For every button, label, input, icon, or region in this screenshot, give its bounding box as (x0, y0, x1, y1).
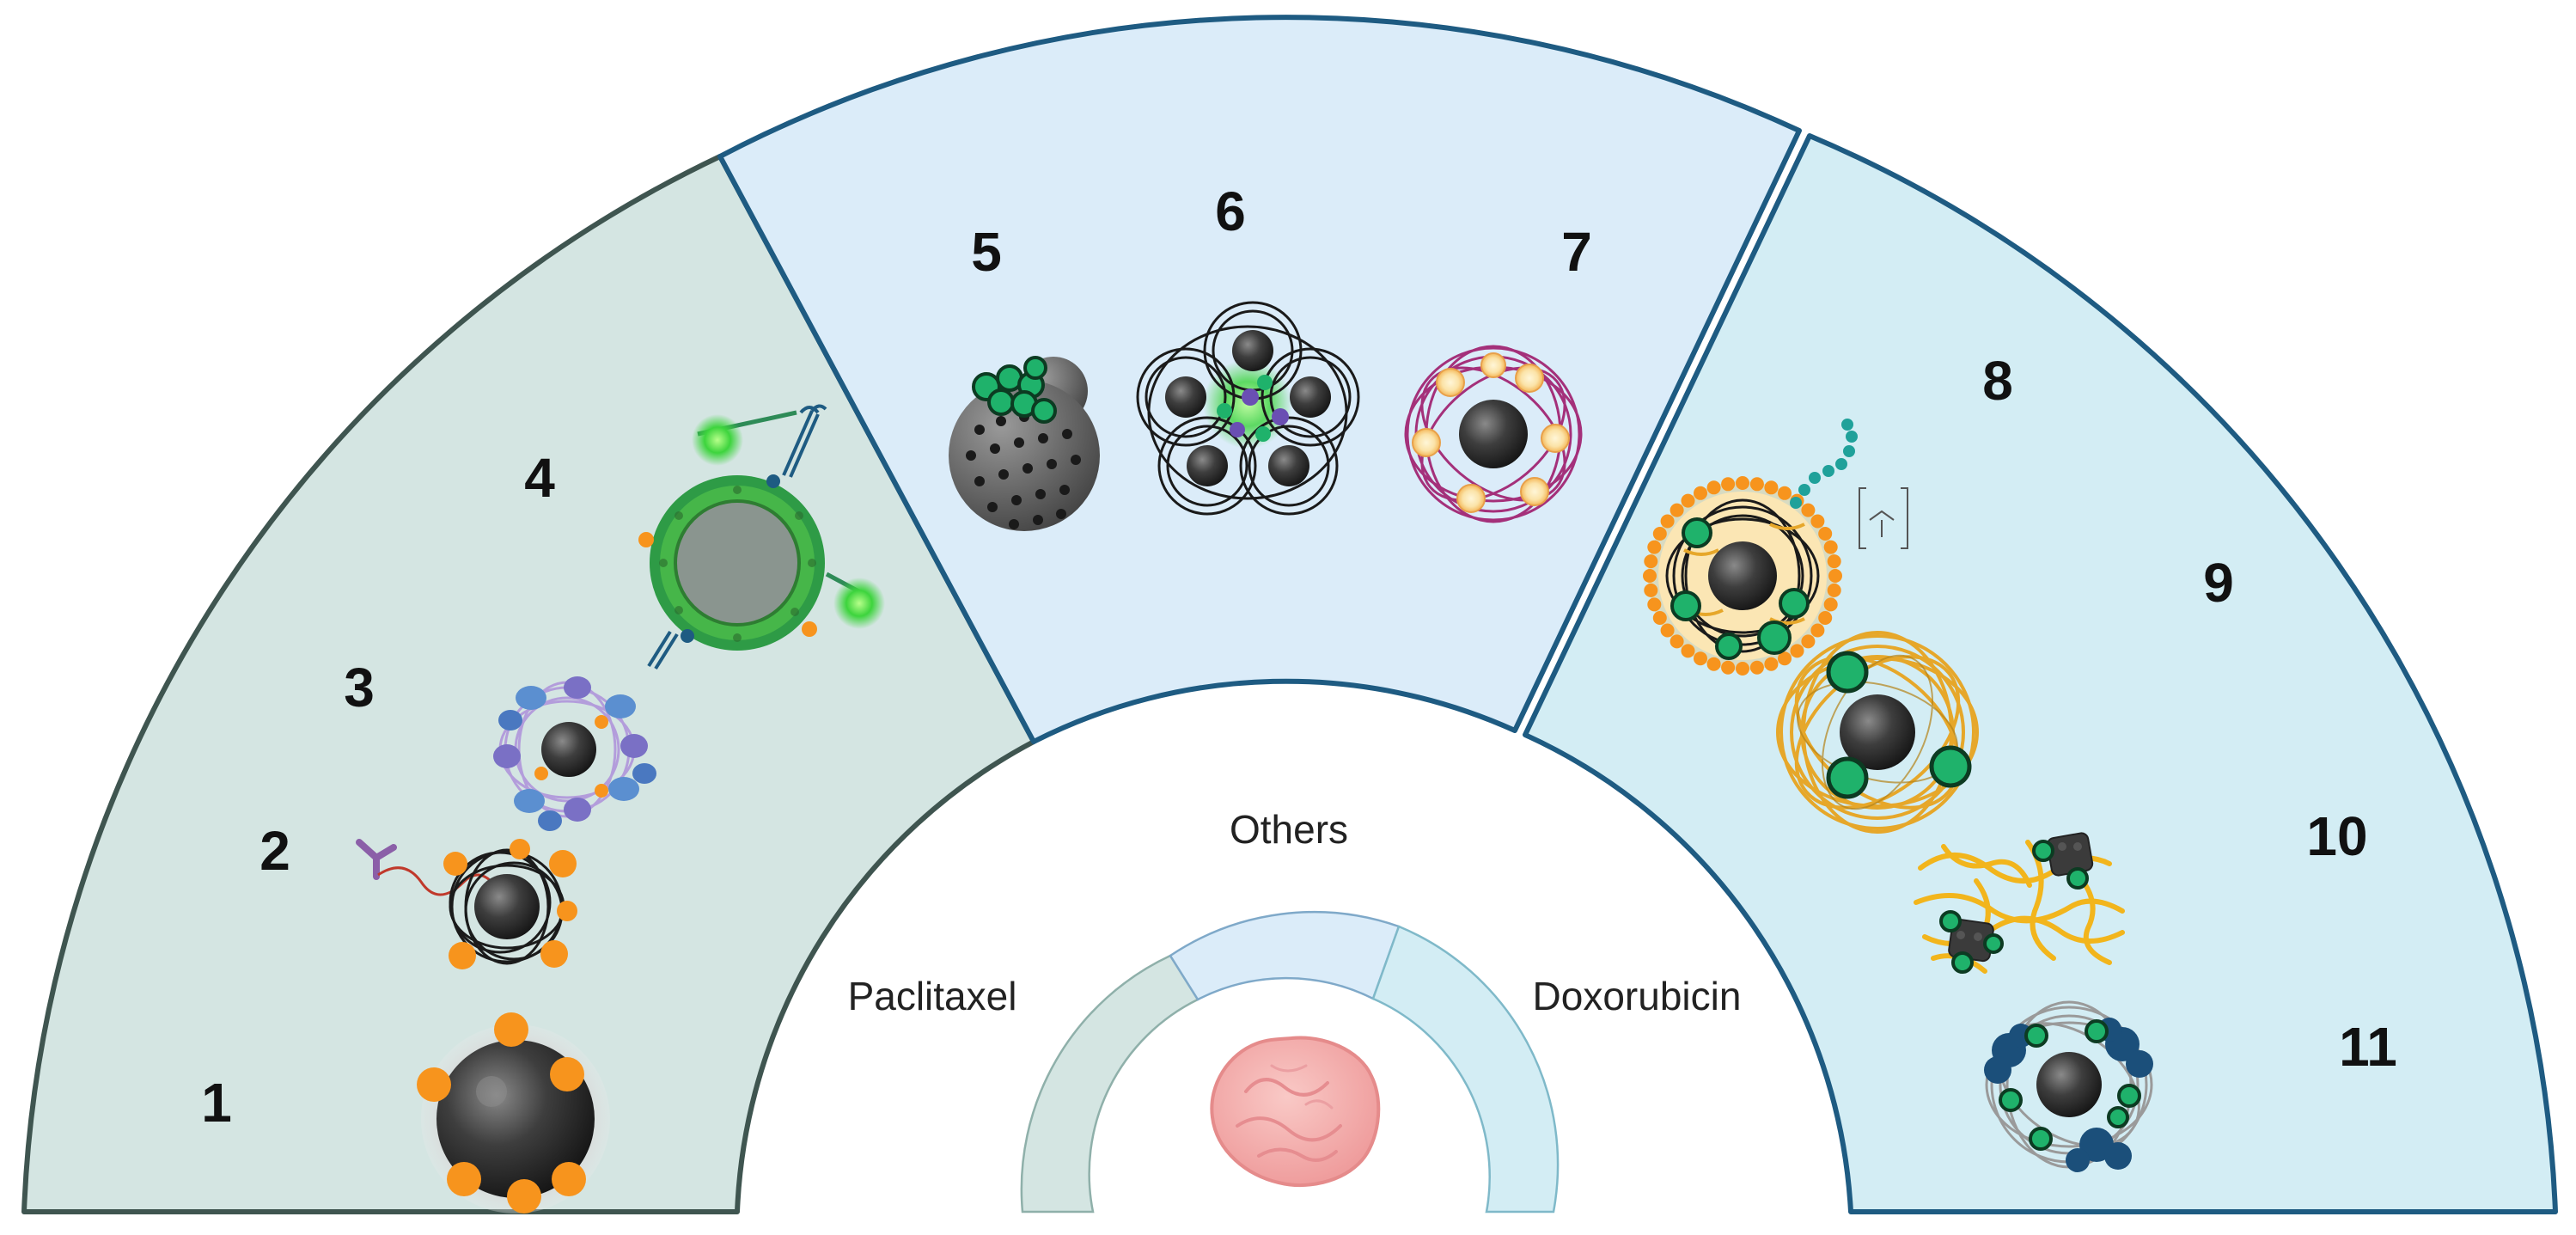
item-number-8: 8 (1982, 350, 2013, 412)
tumor-cell-icon (1212, 1037, 1378, 1185)
others-label: Others (1230, 807, 1348, 852)
inner-arc-others (1170, 912, 1399, 1000)
item-number-6: 6 (1215, 180, 1246, 242)
item-number-2: 2 (259, 820, 290, 882)
inner-arc-doxorubicin (1373, 926, 1558, 1212)
item-number-5: 5 (971, 221, 1002, 283)
item-number-1: 1 (201, 1072, 232, 1134)
paclitaxel-label: Paclitaxel (848, 974, 1017, 1018)
doxorubicin-label: Doxorubicin (1533, 974, 1742, 1018)
item-number-7: 7 (1561, 221, 1592, 283)
item-number-3: 3 (344, 657, 375, 718)
item-number-10: 10 (2306, 805, 2367, 867)
item-number-9: 9 (2203, 552, 2234, 614)
item-number-4: 4 (524, 447, 555, 509)
item-number-11: 11 (2339, 1016, 2397, 1078)
inner-arc-paclitaxel (1022, 956, 1198, 1212)
